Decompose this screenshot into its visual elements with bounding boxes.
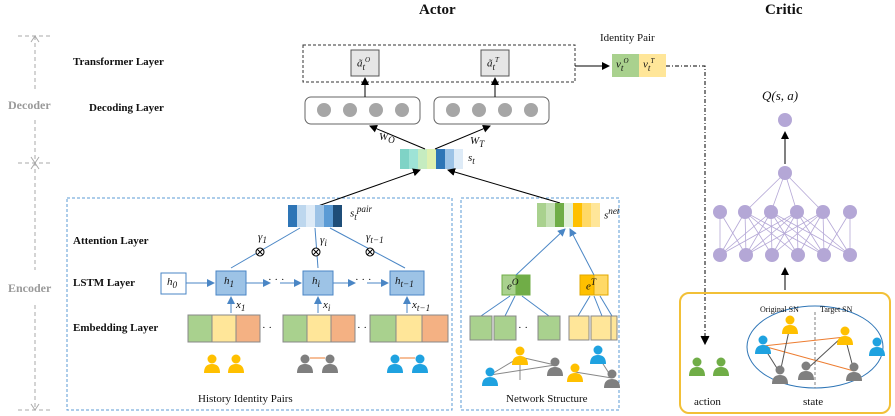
decoding-nodes xyxy=(317,103,538,117)
e-o-box xyxy=(501,274,531,296)
v-t-symbol: vtT xyxy=(643,57,655,73)
network-caption: Network Structure xyxy=(506,393,588,405)
q-value-label: Q(s, a) xyxy=(762,88,799,103)
s-net-symbol: snet xyxy=(604,206,620,222)
decoding-box-left xyxy=(304,96,421,125)
e-t-symbol: eT xyxy=(586,277,596,293)
h1-symbol: h1 xyxy=(224,275,235,290)
h1-box xyxy=(215,270,247,296)
actor-title: Actor xyxy=(419,2,456,18)
embedding-group-t1 xyxy=(369,314,449,343)
embed-dots-1: · · xyxy=(262,322,273,334)
x1-symbol: x1 xyxy=(236,299,246,314)
net-dots-1: · · xyxy=(518,322,529,334)
h0-symbol: h0 xyxy=(167,276,178,291)
attention-layer-label: Attention Layer xyxy=(73,235,149,247)
transformer-layer-label: Transformer Layer xyxy=(73,56,164,68)
w-o-symbol: WO xyxy=(379,131,395,146)
a-t-symbol: ãtT xyxy=(487,56,499,72)
hi-box xyxy=(302,270,334,296)
gamma-t1-symbol: γt−1 xyxy=(366,231,384,246)
v-t-box xyxy=(639,54,666,77)
s-pair-vector xyxy=(288,205,342,227)
ht1-symbol: ht−1 xyxy=(395,275,414,290)
s-pair-symbol: stpair xyxy=(350,204,373,222)
s-net-vector xyxy=(537,203,600,227)
xt1-symbol: xt−1 xyxy=(412,299,431,314)
e-o-symbol: eO xyxy=(507,277,519,293)
a-t-box xyxy=(480,49,510,77)
embedding-group-1 xyxy=(187,314,261,343)
a-o-box xyxy=(350,49,380,77)
network-panel xyxy=(460,197,620,411)
ht1-box xyxy=(389,270,425,296)
v-o-symbol: vtO xyxy=(616,57,629,73)
target-sn-caption: Target SN xyxy=(820,305,853,314)
network-people xyxy=(482,345,620,388)
history-panel xyxy=(66,197,453,411)
lstm-layer-label: LSTM Layer xyxy=(73,277,136,289)
critic-network xyxy=(719,172,851,256)
action-caption: action xyxy=(694,396,721,408)
critic-input-box xyxy=(679,292,891,414)
gamma-1-symbol: γ1 xyxy=(258,231,267,246)
lstm-dots-1: · · · xyxy=(268,274,285,286)
critic-title: Critic xyxy=(765,2,803,18)
decoder-label: Decoder xyxy=(8,98,51,112)
embedding-layer-label: Embedding Layer xyxy=(73,322,159,334)
xi-symbol: xi xyxy=(323,299,331,314)
embedding-group-i xyxy=(282,314,356,343)
transformer-box xyxy=(302,44,576,83)
history-people xyxy=(204,354,428,373)
state-people xyxy=(755,315,885,384)
s-t-vector xyxy=(400,149,463,169)
original-sn-caption: Original SN xyxy=(760,305,799,314)
e-t-box xyxy=(579,274,609,296)
embed-dots-2: · · xyxy=(357,322,368,334)
decoding-layer-label: Decoding Layer xyxy=(89,102,164,114)
w-t-symbol: WT xyxy=(470,135,485,150)
history-caption: History Identity Pairs xyxy=(198,393,293,405)
decoding-box-right xyxy=(433,96,550,125)
lstm-dots-2: · · · xyxy=(355,274,372,286)
encoder-label: Encoder xyxy=(8,281,52,295)
a-o-symbol: ãtO xyxy=(357,56,371,72)
s-t-symbol: st xyxy=(468,152,475,167)
v-o-box xyxy=(612,54,639,77)
identity-pair-caption: Identity Pair xyxy=(600,32,655,44)
otimes-symbols xyxy=(255,247,375,257)
state-caption: state xyxy=(803,396,824,408)
hi-symbol: hi xyxy=(312,275,321,290)
left-bracket xyxy=(18,35,52,411)
gamma-i-symbol: γi xyxy=(320,234,327,249)
action-people xyxy=(689,357,729,376)
